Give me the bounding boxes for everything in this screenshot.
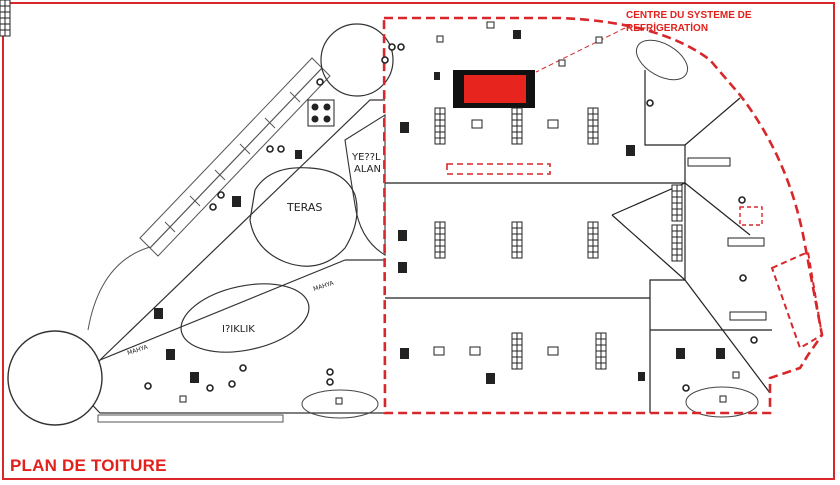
label-green-area-1: YE??L bbox=[351, 152, 381, 163]
label-lighting: I?IKLIK bbox=[222, 324, 255, 335]
teras-outline bbox=[249, 167, 358, 267]
label-mahya-1: MAHYA bbox=[126, 343, 149, 356]
bottom-right-ellipse bbox=[685, 386, 759, 418]
bottom-bar bbox=[97, 414, 284, 423]
drawing-frame bbox=[2, 2, 835, 480]
label-teras: TERAS bbox=[286, 201, 322, 214]
label-mahya-2: MAHYA bbox=[312, 279, 335, 292]
dashed-zone-rect bbox=[446, 163, 551, 175]
callout-leader bbox=[535, 27, 626, 73]
bottom-left-ellipse bbox=[301, 389, 379, 419]
curved-canopy bbox=[87, 246, 151, 331]
label-green-area-2: ALAN bbox=[354, 164, 381, 175]
left-wing-outline bbox=[79, 99, 385, 414]
callout-line-1: CENTRE DU SYSTEME DE bbox=[626, 10, 752, 21]
top-circle bbox=[320, 23, 394, 97]
dashed-small-rect bbox=[739, 206, 763, 226]
top-right-ellipse bbox=[635, 39, 689, 81]
refrigeration-callout: CENTRE DU SYSTEME DE REFRİGERATİON bbox=[626, 9, 752, 35]
refrigeration-center bbox=[464, 75, 526, 103]
right-notch bbox=[770, 250, 824, 350]
grille-units bbox=[0, 0, 767, 370]
small-squares bbox=[179, 21, 740, 405]
vent-circles bbox=[144, 43, 758, 392]
lighting-ellipse bbox=[180, 283, 310, 353]
equipment-cluster bbox=[307, 99, 335, 127]
refrigeration-zone-boundary bbox=[382, 16, 824, 415]
green-area-outline bbox=[344, 114, 386, 256]
plan-title: PLAN DE TOITURE bbox=[10, 456, 167, 475]
equipment-units bbox=[154, 30, 725, 384]
callout-line-2: REFRİGERATİON bbox=[626, 23, 709, 34]
circular-pavilion bbox=[7, 330, 103, 426]
